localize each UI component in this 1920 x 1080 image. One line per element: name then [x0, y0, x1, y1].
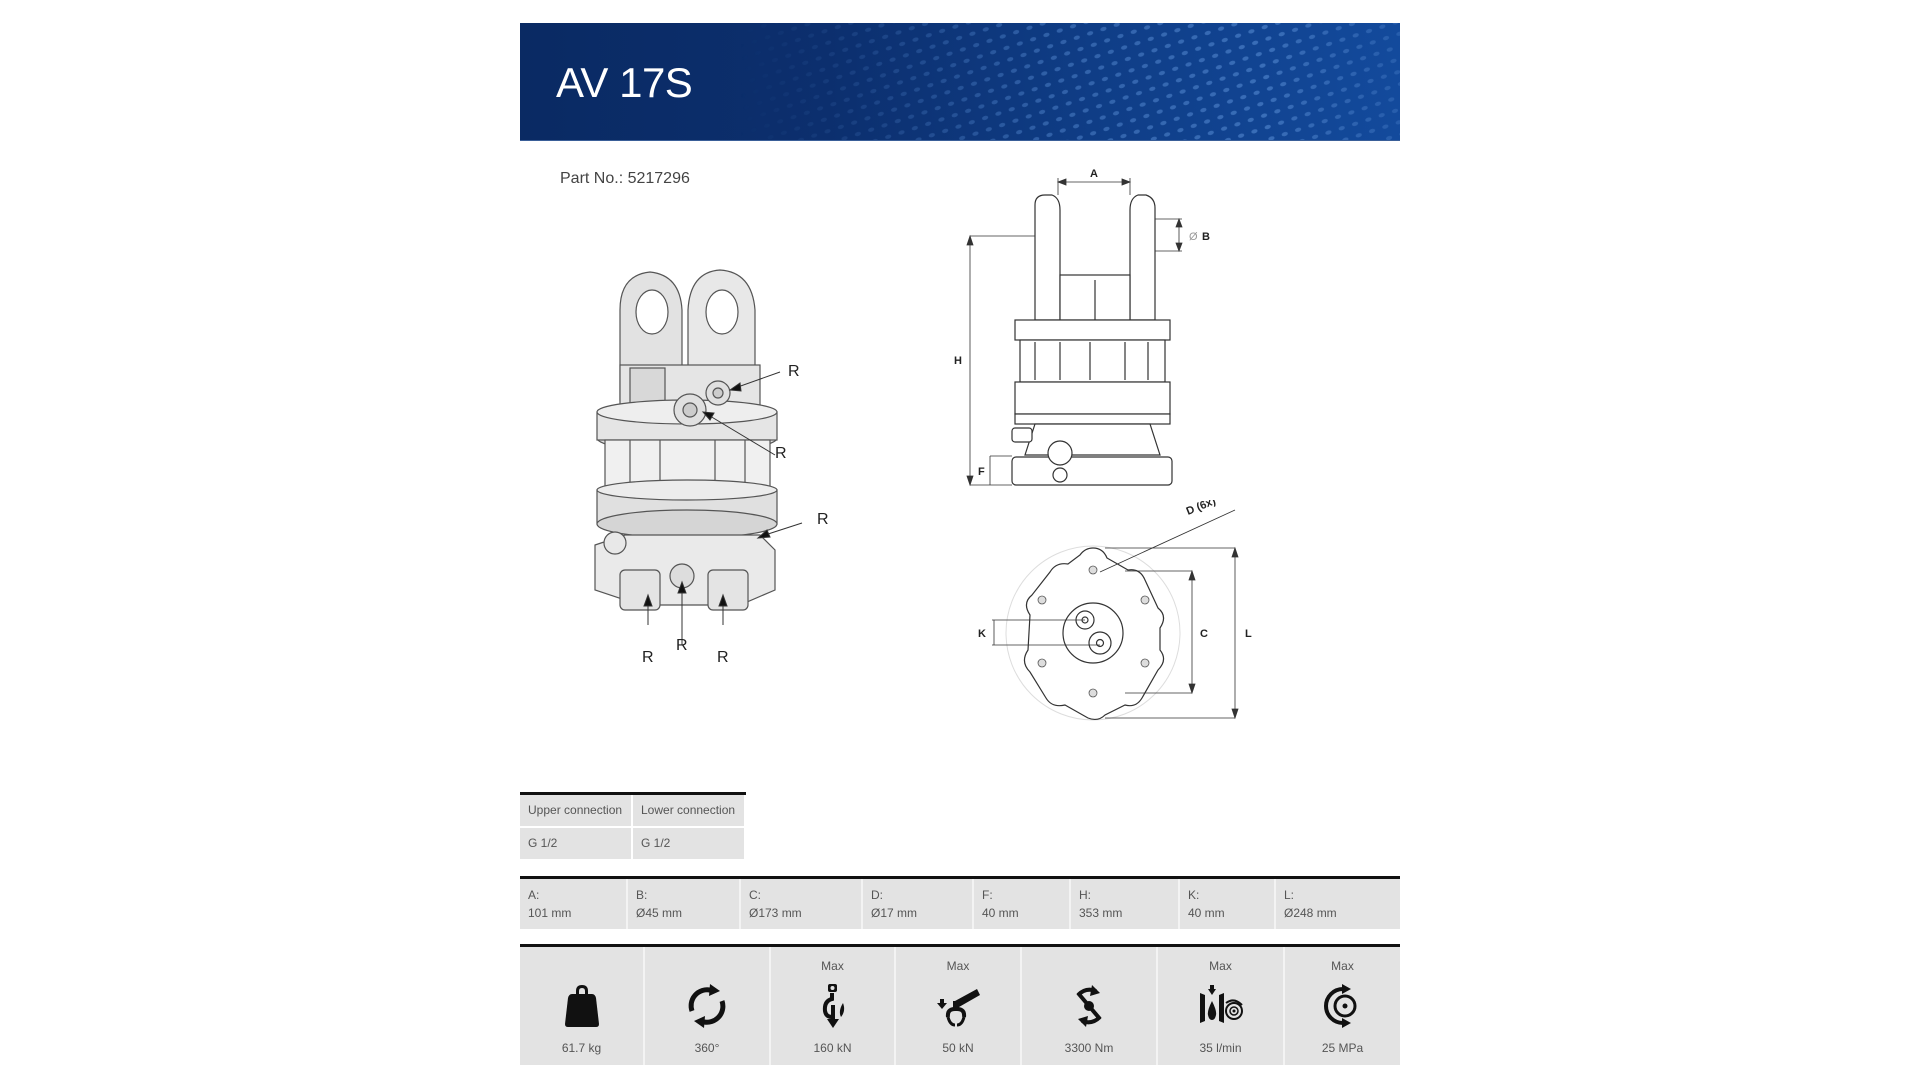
- dimension-cell-l: L: Ø248 mm: [1276, 879, 1400, 929]
- upper-connection-value: G 1/2: [520, 828, 631, 859]
- connection-value-row: G 1/2 G 1/2: [520, 828, 746, 861]
- dimensions-table: A: 101 mm B: Ø45 mm C: Ø173 mm D: Ø17 mm…: [520, 876, 1400, 929]
- side-view-drawing: A Ø B H F: [954, 168, 1210, 487]
- spec-grapple-load: Max 50 kN: [896, 947, 1022, 1065]
- hook-load-icon: [822, 984, 844, 1028]
- dimension-label-l: L: [1245, 628, 1252, 640]
- header-banner: AV 17S: [520, 23, 1400, 141]
- r-label: R: [717, 649, 729, 666]
- dimension-key: A:: [528, 888, 540, 902]
- dimension-value: 353 mm: [1079, 906, 1123, 920]
- product-title: AV 17S: [556, 59, 693, 106]
- dimension-key: C:: [749, 888, 761, 902]
- dimension-key: K:: [1188, 888, 1200, 902]
- lower-connection-header: Lower connection: [633, 795, 744, 826]
- spec-max-label: Max: [1209, 959, 1232, 973]
- dimension-label-d: D (6x): [1185, 500, 1218, 518]
- spec-pressure: Max 25 MPa: [1285, 947, 1400, 1065]
- pressure-icon: [1323, 984, 1356, 1028]
- dot-pattern-decoration: [520, 23, 1400, 140]
- dimension-cell-k: K: 40 mm: [1180, 879, 1276, 929]
- dimension-key: F:: [982, 888, 993, 902]
- grapple-load-icon: [937, 989, 980, 1027]
- lower-connection-value: G 1/2: [633, 828, 744, 859]
- dimension-key: B:: [636, 888, 648, 902]
- spec-max-label: Max: [1331, 959, 1354, 973]
- perspective-drawing: R R R R R R: [594, 269, 829, 666]
- spec-weight: 61.7 kg: [520, 947, 645, 1065]
- spec-max-label: Max: [946, 959, 970, 973]
- spec-value: 61.7 kg: [561, 1041, 602, 1055]
- dimension-label-b: B: [1202, 231, 1210, 243]
- dimension-key: H:: [1079, 888, 1091, 902]
- spec-torque: 3300 Nm: [1022, 947, 1158, 1065]
- dimension-label-c: C: [1200, 628, 1208, 640]
- dimension-value: Ø17 mm: [871, 906, 918, 920]
- oil-flow-icon: [1199, 985, 1243, 1023]
- spec-value: 3300 Nm: [1064, 1041, 1114, 1055]
- spec-oil-flow: Max 35 l/min: [1158, 947, 1285, 1065]
- torque-icon: [1076, 985, 1102, 1027]
- dimension-value: Ø45 mm: [636, 906, 683, 920]
- rotation-icon: [688, 984, 726, 1028]
- dimension-label-k: K: [978, 628, 986, 640]
- dimension-value: 40 mm: [1188, 906, 1225, 920]
- connection-table: Upper connection Lower connection G 1/2 …: [520, 792, 746, 861]
- upper-connection-header: Upper connection: [520, 795, 631, 826]
- spec-value: 25 MPa: [1321, 1041, 1364, 1055]
- dimension-cell-h: H: 353 mm: [1071, 879, 1180, 929]
- diameter-symbol: Ø: [1189, 231, 1198, 243]
- spec-rotation: 360°: [645, 947, 771, 1065]
- dimension-value: Ø173 mm: [749, 906, 802, 920]
- dimension-cell-d: D: Ø17 mm: [863, 879, 974, 929]
- dimension-cell-a: A: 101 mm: [520, 879, 628, 929]
- dimension-value: Ø248 mm: [1284, 906, 1337, 920]
- r-label: R: [775, 445, 787, 462]
- dimension-key: L:: [1284, 888, 1295, 902]
- specs-table: 61.7 kg 360° Max 160 kN Max: [520, 944, 1400, 1065]
- spec-hook-load: Max 160 kN: [771, 947, 896, 1065]
- connection-header-row: Upper connection Lower connection: [520, 795, 746, 828]
- part-number: Part No.: 5217296: [560, 170, 690, 187]
- dimension-value: 101 mm: [528, 906, 572, 920]
- spec-value: 35 l/min: [1199, 1041, 1242, 1055]
- dimension-cell-f: F: 40 mm: [974, 879, 1071, 929]
- spec-value: 360°: [694, 1041, 720, 1055]
- r-label: R: [788, 363, 800, 380]
- dimension-label-f: F: [978, 466, 985, 478]
- dimension-label-a: A: [1090, 168, 1098, 180]
- dimension-cell-c: C: Ø173 mm: [741, 879, 863, 929]
- bottom-view-drawing: D (6x) C L K: [978, 500, 1252, 721]
- spec-value: 160 kN: [813, 1041, 852, 1055]
- spec-value: 50 kN: [942, 1041, 974, 1055]
- dimension-cell-b: B: Ø45 mm: [628, 879, 741, 929]
- spec-max-label: Max: [821, 959, 844, 973]
- dimension-key: D:: [871, 888, 883, 902]
- r-label: R: [676, 637, 688, 654]
- dimension-label-h: H: [954, 355, 962, 367]
- weight-icon: [564, 985, 599, 1027]
- r-label: R: [817, 511, 829, 528]
- r-label: R: [642, 649, 654, 666]
- dimension-value: 40 mm: [982, 906, 1019, 920]
